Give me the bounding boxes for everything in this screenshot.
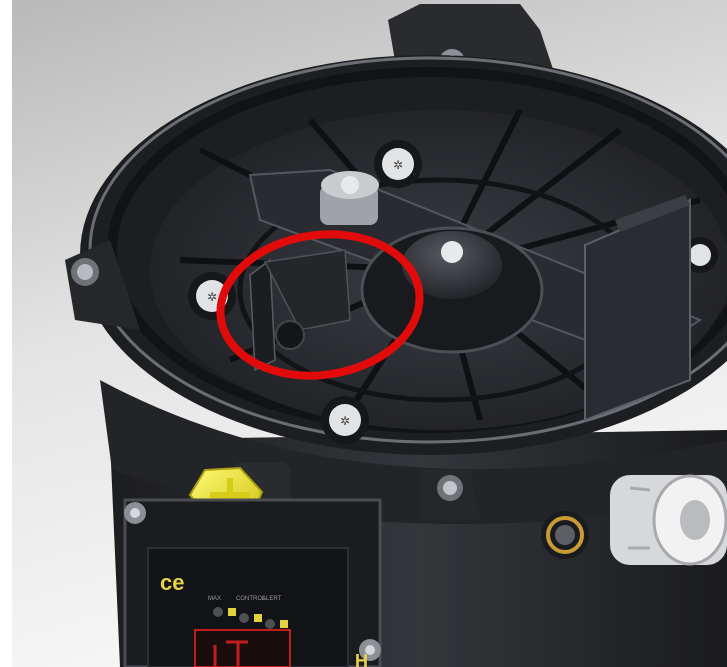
led-indicator-1 — [228, 608, 236, 616]
hub-pin — [441, 241, 463, 263]
led-label-2: CONTROL — [236, 596, 266, 602]
svg-text:✲: ✲ — [340, 414, 350, 428]
brass-fitting — [541, 511, 589, 559]
hub-cap — [402, 231, 502, 299]
panel-screw-top-left — [124, 502, 146, 524]
left-margin — [0, 0, 12, 667]
panel-corner-text: H — [355, 651, 368, 667]
digital-display — [194, 629, 291, 667]
led-label-3: ALERT — [262, 596, 282, 602]
highlight-ring — [216, 230, 424, 380]
cable-gland — [610, 474, 727, 566]
led-indicator-3 — [280, 620, 288, 628]
svg-text:✲: ✲ — [207, 290, 217, 304]
display-segments — [213, 640, 248, 667]
hex-bolt-front — [437, 475, 463, 501]
inner-screw-top: ✲ — [374, 140, 422, 188]
switch-stem — [249, 258, 276, 372]
switch-pivot — [275, 320, 305, 350]
inner-screw-bottom: ✲ — [321, 396, 369, 444]
led-2 — [239, 613, 249, 623]
led-1 — [213, 607, 223, 617]
panel-logo: ce — [160, 570, 184, 595]
switch-bracket — [263, 249, 351, 331]
hex-bolt-left — [71, 258, 99, 286]
control-panel: ce MAX CONTROL ALERT H — [123, 498, 382, 667]
led-3 — [265, 619, 275, 629]
plate-cap — [615, 195, 690, 232]
panel-screw-bottom-right — [359, 639, 381, 661]
svg-text:✲: ✲ — [393, 158, 403, 172]
led-label-1: MAX — [208, 596, 221, 602]
lever-screw — [320, 171, 379, 225]
led-indicator-2 — [254, 614, 262, 622]
